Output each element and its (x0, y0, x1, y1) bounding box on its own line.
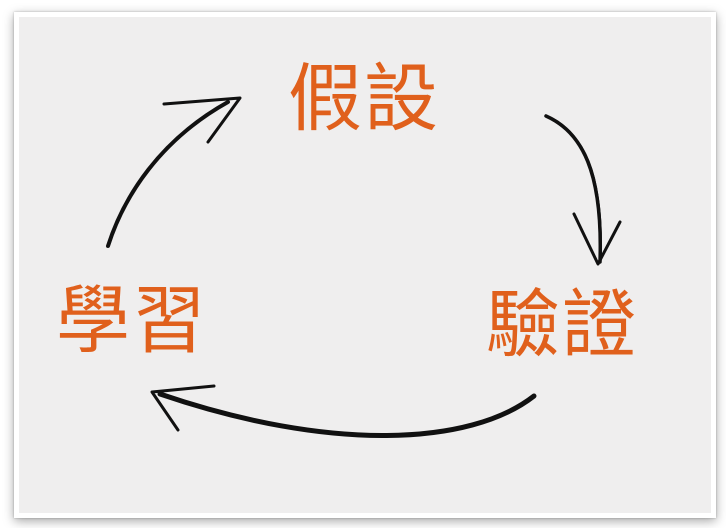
node-learning-label: 學習 (56, 278, 208, 364)
node-hypothesis-label: 假設 (288, 56, 440, 142)
arrow-verification-to-learning (150, 384, 537, 438)
arrow-hypothesis-to-verification (544, 114, 622, 266)
arrow-learning-to-hypothesis (106, 96, 242, 248)
node-verification-label: 驗證 (486, 282, 638, 368)
